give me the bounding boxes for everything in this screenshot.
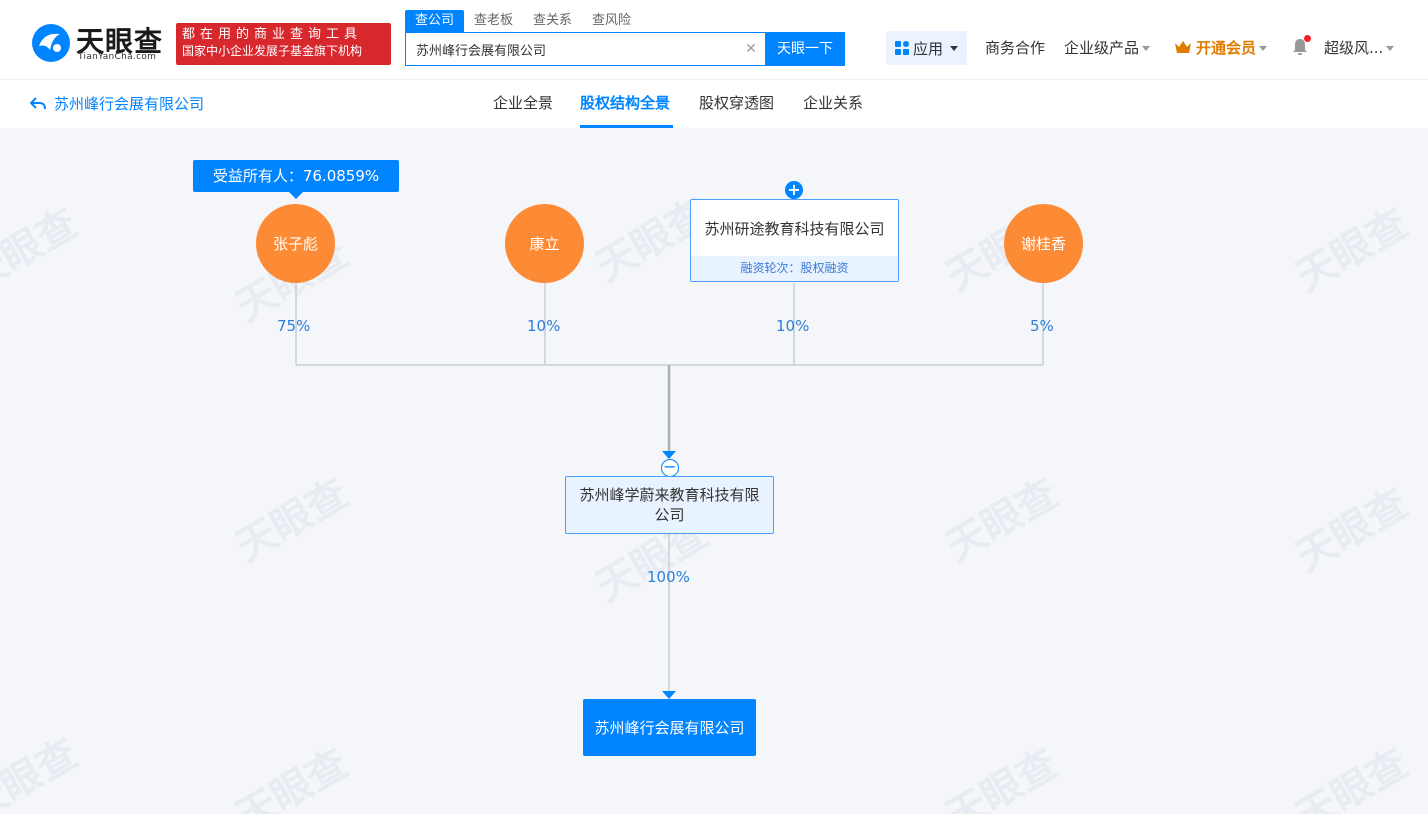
equity-graph-canvas[interactable]: 天眼查 天眼查 天眼查 天眼查 天眼查 天眼查 天眼查 天眼查 天眼查 天眼查 … xyxy=(0,128,1428,814)
target-company[interactable]: 苏州峰行会展有限公司 xyxy=(583,699,756,756)
tab-equity-structure[interactable]: 股权结构全景 xyxy=(580,94,671,112)
back-link-label: 苏州峰行会展有限公司 xyxy=(54,95,205,113)
share-percentage: 5% xyxy=(1030,317,1054,335)
search-area: 查公司 查老板 查关系 查风险 ✕ 天眼一下 xyxy=(405,10,845,66)
search-button[interactable]: 天眼一下 xyxy=(765,32,845,66)
slogan-line-1: 都在用的商业查询工具 xyxy=(182,27,363,42)
back-arrow-icon xyxy=(30,96,46,109)
nav-enterprise-label: 企业级产品 xyxy=(1064,39,1140,57)
clear-icon[interactable]: ✕ xyxy=(745,41,757,57)
search-tab-boss[interactable]: 查老板 xyxy=(474,13,514,28)
search-box: ✕ 天眼一下 xyxy=(405,32,845,66)
logo-subtext: TianYanCha.com xyxy=(78,52,157,62)
shareholder-person[interactable]: 康立 xyxy=(505,204,584,283)
financing-round: 融资轮次：股权融资 xyxy=(691,256,898,281)
shareholder-person[interactable]: 谢桂香 xyxy=(1004,204,1083,283)
chevron-down-icon xyxy=(1142,46,1151,51)
share-percentage: 100% xyxy=(647,568,690,586)
bell-icon[interactable] xyxy=(1291,37,1309,57)
apps-grid-icon xyxy=(894,41,909,55)
intermediate-company[interactable]: 苏州峰学蔚来教育科技有限公司 xyxy=(565,476,774,534)
nav-apps-label: 应用 xyxy=(912,39,943,58)
active-tab-indicator xyxy=(580,125,673,128)
notification-dot xyxy=(1304,35,1311,42)
tab-enterprise-relations[interactable]: 企业关系 xyxy=(803,94,864,112)
chevron-down-icon xyxy=(1386,46,1395,51)
nav-enterprise-products[interactable]: 企业级产品 xyxy=(1064,38,1151,58)
back-to-company-link[interactable]: 苏州峰行会展有限公司 xyxy=(30,93,204,114)
logo-text: 天眼查 xyxy=(76,25,164,58)
slogan-line-2: 国家中小企业发展子基金旗下机构 xyxy=(182,44,363,58)
chevron-down-icon xyxy=(1259,46,1268,51)
crown-icon xyxy=(1175,41,1191,53)
nav-apps-menu[interactable]: 应用 xyxy=(886,31,967,65)
logo-mark-icon xyxy=(32,24,70,62)
collapse-minus-icon[interactable]: − xyxy=(661,459,679,477)
shareholder-company-name: 苏州研途教育科技有限公司 xyxy=(704,219,885,238)
shareholder-person[interactable]: 张子彪 xyxy=(256,204,335,283)
expand-plus-icon[interactable]: + xyxy=(785,181,803,199)
sub-navigation: 苏州峰行会展有限公司 企业全景 股权结构全景 股权穿透图 企业关系 xyxy=(0,80,1428,128)
beneficial-owner-tag: 受益所有人：76.0859% xyxy=(193,160,399,199)
tab-equity-penetration[interactable]: 股权穿透图 xyxy=(699,94,775,112)
tab-overview[interactable]: 企业全景 xyxy=(493,94,554,112)
nav-business[interactable]: 商务合作 xyxy=(985,39,1046,57)
search-tab-risk[interactable]: 查风险 xyxy=(592,13,632,28)
share-percentage: 10% xyxy=(527,317,561,335)
search-input[interactable] xyxy=(406,33,746,65)
top-header: 天眼查 TianYanCha.com 都在用的商业查询工具 国家中小企业发展子基… xyxy=(0,0,1428,80)
share-percentage: 10% xyxy=(776,317,810,335)
tianyancha-logo[interactable]: 天眼查 TianYanCha.com xyxy=(30,22,170,66)
search-tab-relation[interactable]: 查关系 xyxy=(533,13,573,28)
nav-vip-label: 开通会员 xyxy=(1196,39,1257,57)
nav-user-menu[interactable]: 超级风... xyxy=(1324,38,1395,58)
nav-vip[interactable]: 开通会员 xyxy=(1174,38,1268,58)
nav-user-label: 超级风... xyxy=(1324,39,1384,57)
connector-lines xyxy=(295,283,1044,699)
search-tab-company[interactable]: 查公司 xyxy=(405,10,465,32)
shareholder-company[interactable]: 苏州研途教育科技有限公司 融资轮次：股权融资 xyxy=(690,199,899,282)
search-tabs: 查公司 查老板 查关系 查风险 xyxy=(405,10,641,32)
chevron-down-icon xyxy=(950,45,958,51)
slogan-banner: 都在用的商业查询工具 国家中小企业发展子基金旗下机构 xyxy=(176,23,391,65)
share-percentage: 75% xyxy=(277,317,311,335)
